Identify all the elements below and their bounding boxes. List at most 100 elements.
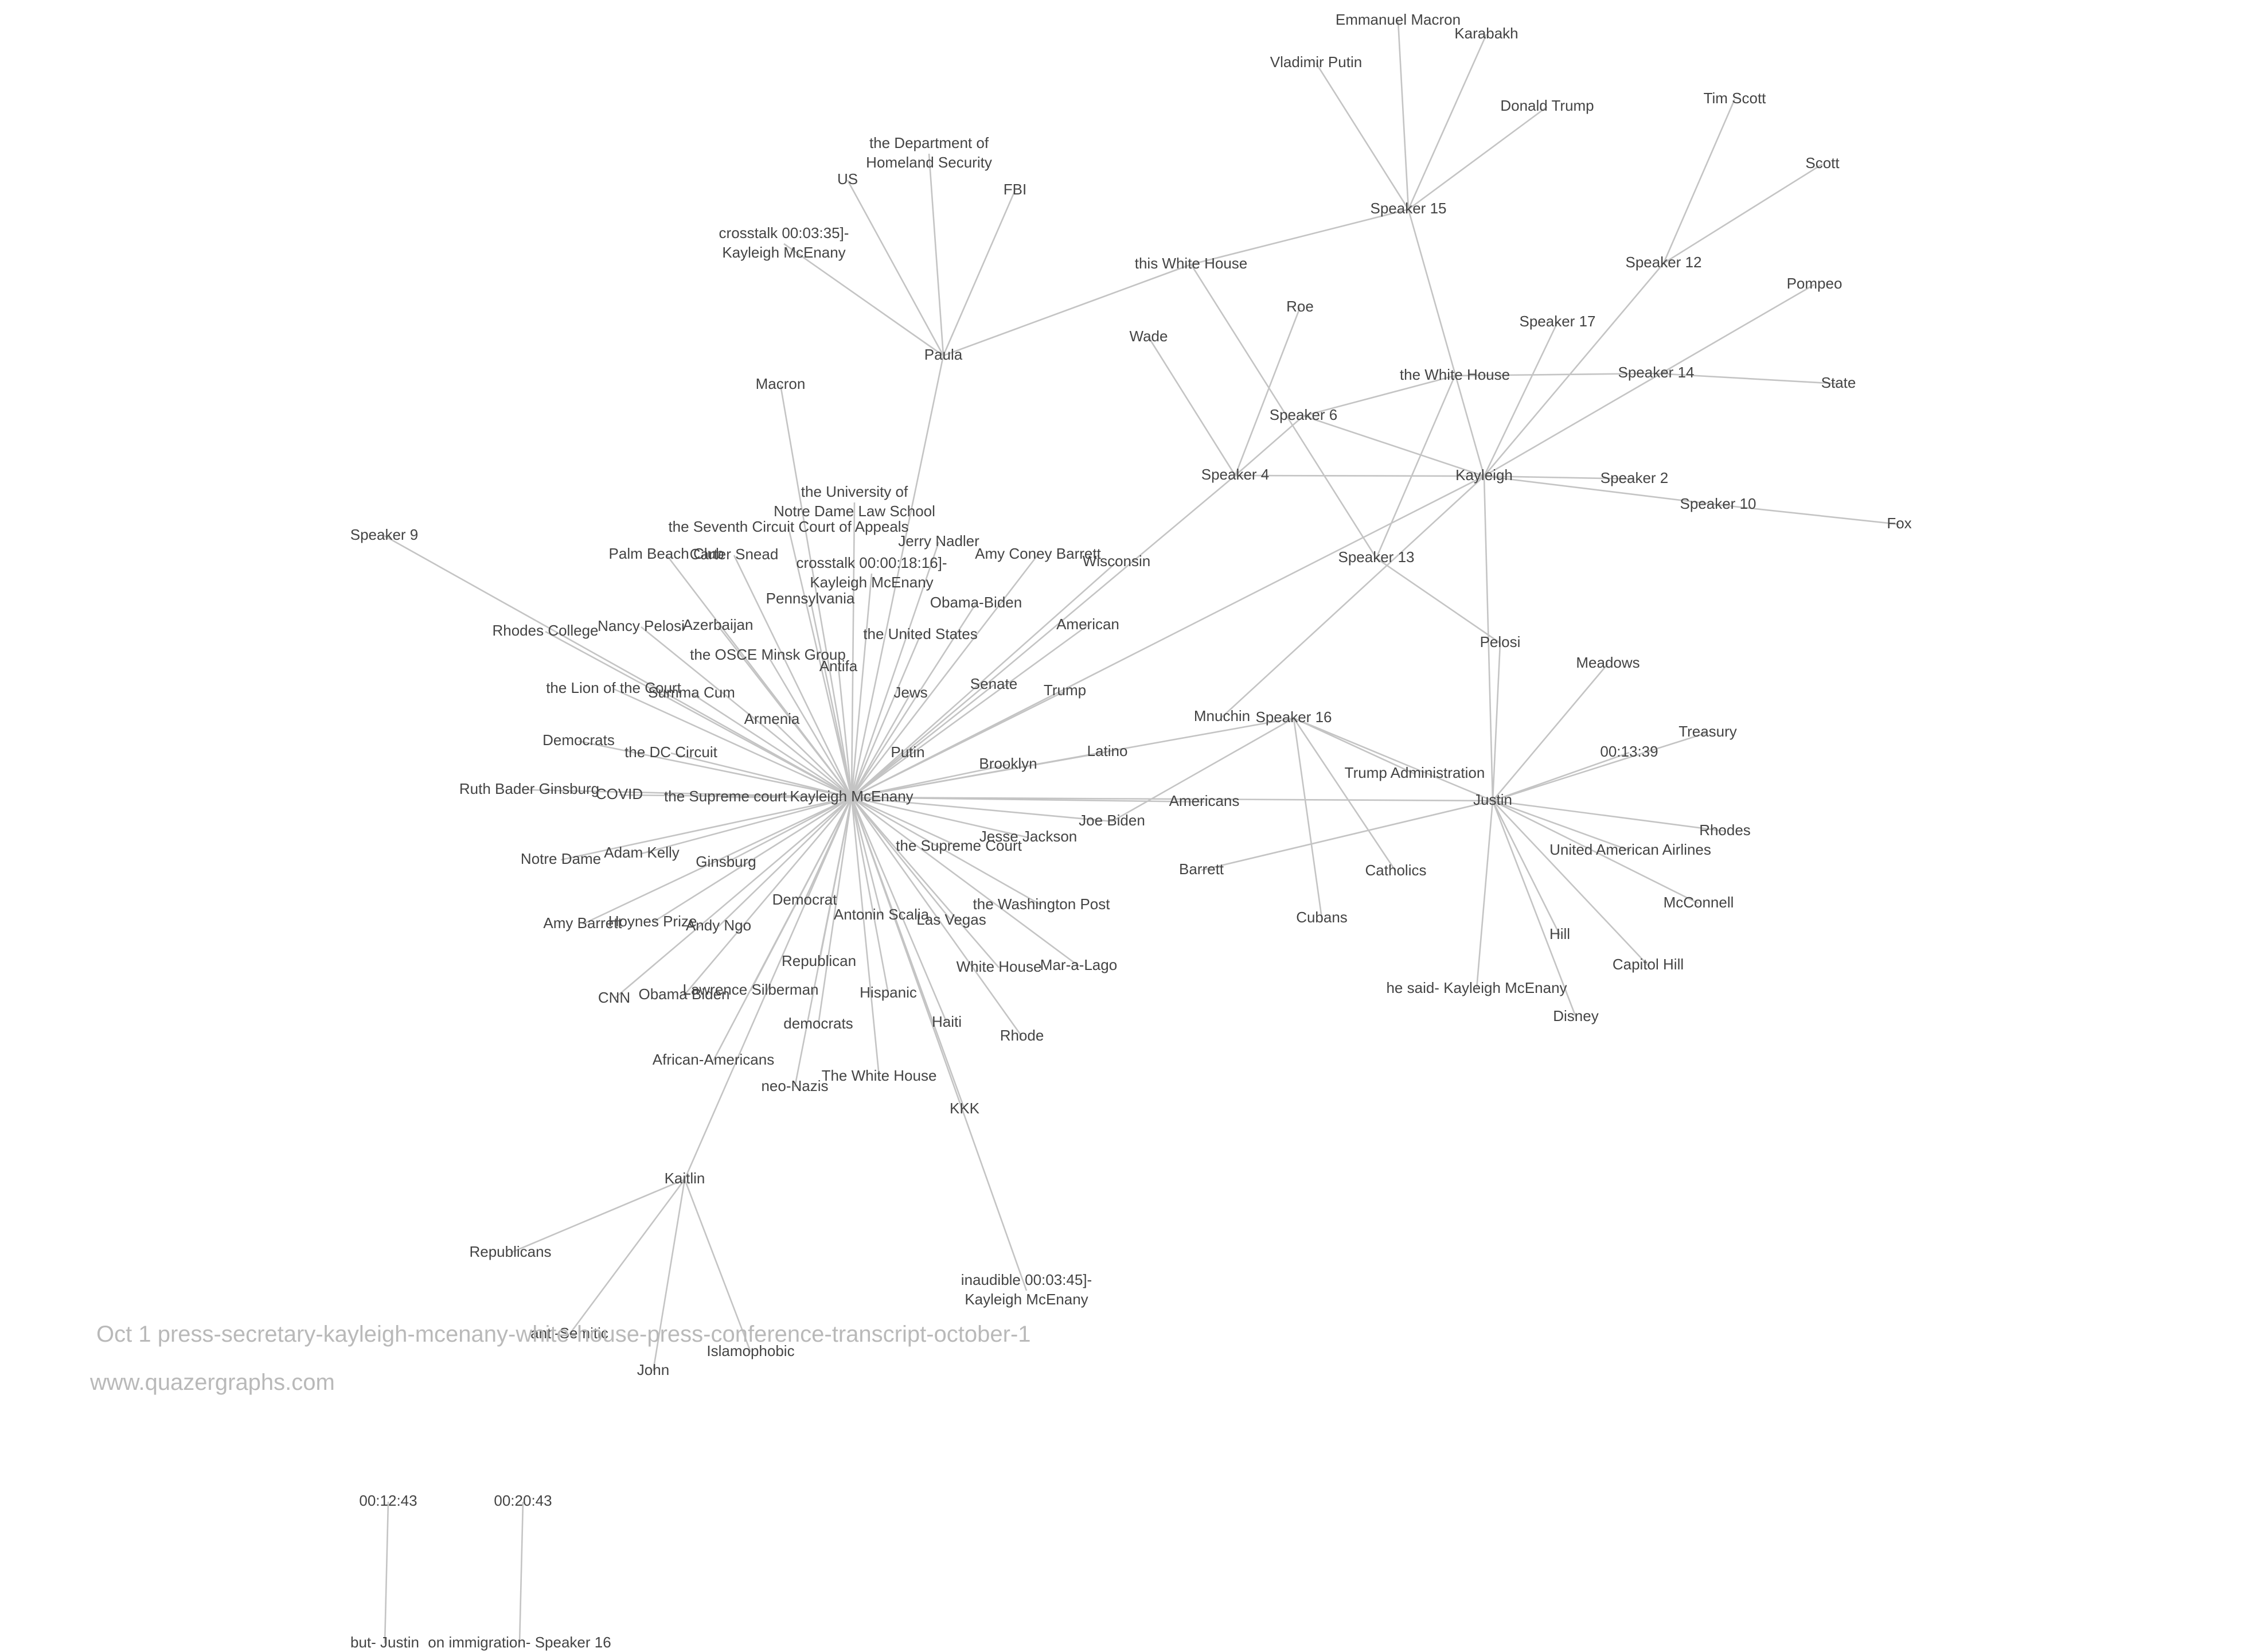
node-label-maralago: Mar-a-Lago	[1040, 956, 1117, 973]
node-label-democrats_lc: democrats	[783, 1015, 853, 1032]
node-label-ginsburg: Ginsburg	[696, 853, 756, 870]
edge-ginsburg-km	[725, 796, 852, 864]
node-label-rbg: Ruth Bader Ginsburg	[459, 780, 599, 797]
node-label-trump: Trump	[1044, 681, 1086, 699]
node-label-andyngo: Andy Ngo	[686, 917, 751, 934]
edge-twh-sp6	[1303, 375, 1455, 417]
node-label-acb: Amy Coney Barrett	[975, 545, 1101, 562]
edge-wisconsin-km	[851, 562, 1117, 798]
node-label-hispanic: Hispanic	[860, 984, 917, 1001]
edge-sp15-macron_e	[1397, 20, 1410, 210]
edge-inaudible-km	[850, 797, 1028, 1291]
edge-thewh-km	[850, 797, 880, 1077]
node-label-capitolhill: Capitol Hill	[1613, 956, 1684, 973]
node-label-kayleigh: Kayleigh	[1455, 466, 1513, 484]
node-label-karabakh: Karabakh	[1454, 25, 1518, 42]
node-label-dccircuit: the DC Circuit	[624, 743, 718, 761]
node-label-sp9: Speaker 9	[350, 526, 419, 543]
edge-adamkelly-km	[641, 796, 852, 855]
node-label-sp15: Speaker 15	[1371, 200, 1447, 217]
node-label-senate: Senate	[970, 675, 1017, 692]
node-label-cubans: Cubans	[1296, 909, 1348, 926]
node-label-supcourt: the Supreme Court	[896, 837, 1022, 854]
node-label-osce: the OSCE Minsk Group	[690, 646, 846, 663]
edge-paula-fbi	[942, 190, 1016, 356]
node-label-csnead: Carter Snead	[690, 546, 779, 563]
edge-wapo-km	[851, 796, 1042, 906]
node-label-catholics: Catholics	[1365, 862, 1427, 879]
edge-sp16-joebiden	[1111, 717, 1294, 823]
edge-amybarrett-km	[582, 796, 852, 925]
edge-kayleigh-sp17	[1483, 322, 1559, 477]
node-label-jews: Jews	[893, 684, 927, 701]
node-label-latino: Latino	[1087, 742, 1128, 759]
node-label-hesaid: he said- Kayleigh McEnany	[1386, 979, 1567, 996]
edge-macron-km	[779, 384, 853, 798]
node-label-democrat: Democrat	[772, 891, 837, 908]
edge-brooklyn-km	[851, 763, 1009, 798]
node-label-treasury: Treasury	[1678, 723, 1737, 740]
edge-paula-twh_this	[943, 263, 1192, 357]
edge-twh_this-sp15	[1190, 208, 1409, 266]
edge-antifa-km	[837, 667, 853, 798]
edge-t1243-butjustin	[384, 1501, 389, 1644]
edge-justin-hill	[1492, 800, 1561, 936]
node-label-barrett: Barrett	[1179, 860, 1224, 878]
edge-cross2-km	[850, 573, 873, 798]
node-label-putin_v: Vladimir Putin	[1270, 53, 1362, 71]
node-label-lasvegas: Las Vegas	[916, 911, 986, 928]
node-label-adamkelly: Adam Kelly	[604, 844, 680, 861]
node-label-meadows: Meadows	[1576, 654, 1639, 671]
node-label-pompeo: Pompeo	[1787, 275, 1842, 292]
node-label-sp14: Speaker 14	[1618, 364, 1695, 381]
edge-notredame_law-km	[850, 502, 856, 798]
edge-sp16-cubans	[1293, 718, 1323, 919]
node-label-state: State	[1821, 374, 1856, 391]
edge-justin-sp16	[1293, 717, 1493, 802]
edge-haiti-km	[850, 797, 948, 1023]
node-label-cross2: crosstalk 00:00:18:16]-Kayleigh McEnany	[796, 554, 947, 591]
edge-acb-km	[850, 554, 1039, 798]
node-label-mcconnell: McConnell	[1664, 894, 1734, 911]
node-label-jjackson: Jesse Jackson	[979, 828, 1078, 845]
edge-maralago-km	[851, 796, 1079, 967]
node-label-american: American	[1056, 615, 1119, 633]
node-label-afam: African-Americans	[653, 1051, 774, 1068]
edge-sp16-catholics	[1293, 718, 1397, 872]
node-label-hoynes: Hoynes Prize	[608, 913, 697, 930]
node-label-paula: Paula	[924, 346, 963, 363]
edge-kayleigh-km	[851, 475, 1485, 798]
edge-sp15-putin_v	[1315, 63, 1410, 210]
node-label-unitedstates: the United States	[863, 625, 977, 642]
edge-american-km	[851, 624, 1088, 798]
node-label-t2043: 00:20:43	[494, 1492, 552, 1509]
node-label-sp16: Speaker 16	[1256, 708, 1332, 726]
node-label-sp2: Speaker 2	[1601, 469, 1669, 486]
edge-kaitlin-islamophobic	[684, 1179, 752, 1353]
node-label-lionofcourt: the Lion of the Court	[546, 679, 681, 696]
edge-justin-t1339	[1492, 751, 1630, 802]
node-label-sp6: Speaker 6	[1270, 406, 1338, 423]
edge-sp4-wade	[1147, 337, 1236, 476]
node-label-disney: Disney	[1553, 1007, 1598, 1024]
edge-t2043-immig	[518, 1501, 524, 1644]
edge-kaitlin-antisemitic	[568, 1179, 686, 1335]
edge-armenia-km	[771, 719, 852, 798]
edge-sp9-km	[384, 535, 852, 798]
node-label-covid: COVID	[596, 785, 643, 802]
graph-edges	[384, 20, 1900, 1644]
edge-seventh-km	[787, 527, 853, 798]
edge-obamabiden-km	[850, 603, 977, 798]
node-label-obamabiden: Obama-Biden	[930, 594, 1022, 611]
node-label-wisconsin: Wisconsin	[1083, 552, 1150, 570]
node-label-islamophobic: Islamophobic	[706, 1342, 794, 1359]
edge-sp12-scott	[1663, 163, 1823, 264]
edge-sp12-kayleigh	[1484, 263, 1664, 477]
edge-notredame-km	[560, 796, 852, 861]
edge-latino-km	[851, 751, 1108, 798]
node-label-summacum: Summa Cum	[648, 684, 735, 701]
node-label-amybarrett: Amy Barrett	[543, 914, 622, 932]
node-label-sp13: Speaker 13	[1338, 548, 1415, 566]
